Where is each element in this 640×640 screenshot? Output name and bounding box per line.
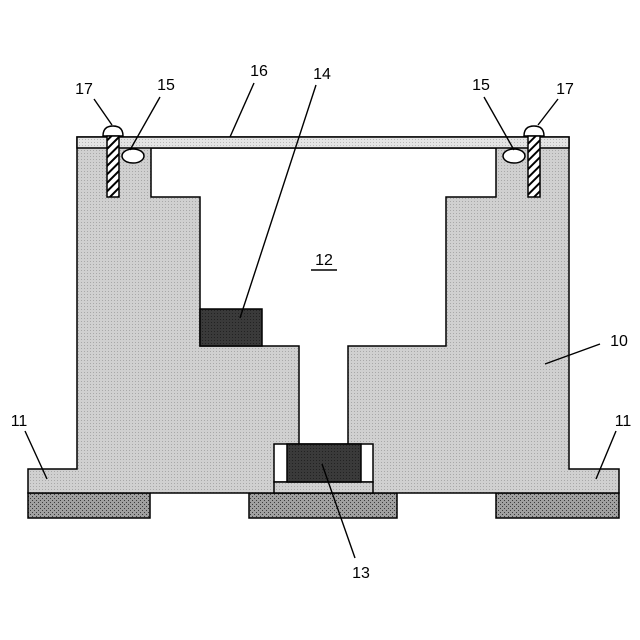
label-cavity: 12	[315, 252, 333, 269]
leader-line-17-right	[538, 99, 558, 125]
substrate-pad-left	[28, 493, 150, 518]
leader-line-17-left	[94, 99, 112, 125]
label-bottom-component: 13	[352, 565, 370, 582]
shelf-component	[200, 309, 262, 346]
label-screw-left: 17	[75, 81, 93, 98]
leader-line-14	[240, 85, 316, 318]
label-flange-right: 11	[615, 413, 632, 430]
recess-floor	[274, 482, 373, 493]
label-lid: 16	[250, 63, 268, 80]
lid-plate	[77, 137, 569, 148]
label-shelf-component: 14	[313, 66, 331, 83]
o-ring-seal-icon	[122, 149, 144, 163]
o-ring-seal-icon	[503, 149, 525, 163]
label-seal-left: 15	[157, 77, 175, 94]
label-body: 10	[610, 333, 628, 350]
label-screw-right: 17	[556, 81, 574, 98]
substrate-pad-right	[496, 493, 619, 518]
label-flange-left: 11	[11, 413, 28, 430]
substrate-pad-center	[249, 493, 397, 518]
leader-line-16	[230, 83, 254, 137]
bottom-component	[287, 444, 361, 482]
label-seal-right: 15	[472, 77, 490, 94]
